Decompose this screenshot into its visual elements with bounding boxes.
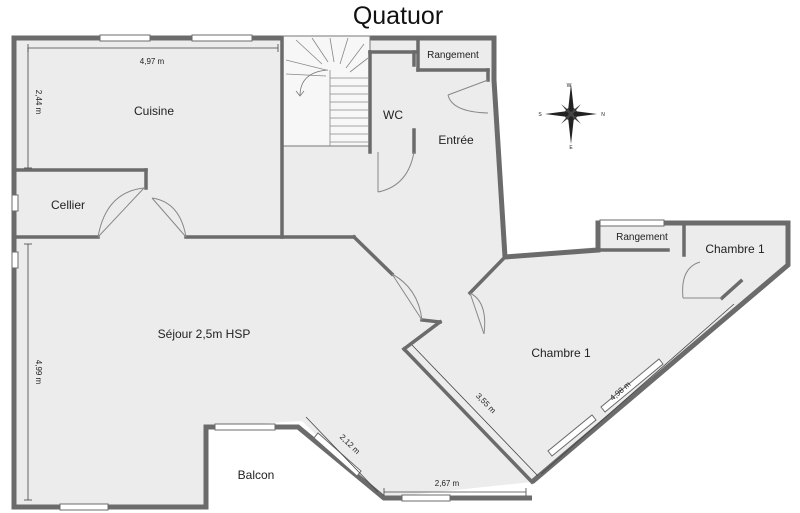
compass-n: N — [601, 112, 605, 118]
room-label-sejour: Séjour 2,5m HSP — [158, 327, 251, 341]
doors — [97, 79, 722, 335]
room-label-balcon: Balcon — [238, 468, 275, 482]
dim-sejour-height: 4,99 m — [34, 360, 43, 385]
dim-cuisine-width: 4,97 m — [140, 57, 165, 66]
plan-title: Quatuor — [353, 2, 443, 30]
dim-balcon-width: 2,67 m — [435, 479, 460, 488]
room-label-cuisine: Cuisine — [134, 104, 174, 118]
compass-rose-icon — [545, 84, 597, 144]
interior-walls — [12, 36, 744, 485]
room-label-chambre-1: Chambre 1 — [531, 346, 591, 360]
floor-area — [14, 36, 788, 505]
windows — [11, 34, 665, 511]
compass-s: S — [538, 112, 542, 118]
room-label-rangement-entree: Rangement — [427, 50, 479, 61]
room-label-chambre-1-corner: Chambre 1 — [705, 242, 765, 256]
dimension-lines — [24, 44, 735, 501]
room-label-wc: WC — [383, 108, 403, 122]
staircase — [281, 35, 371, 147]
dim-cuisine-height: 2,44 m — [34, 90, 43, 115]
room-label-entree: Entrée — [438, 133, 474, 147]
compass-w: W — [567, 83, 572, 89]
room-label-cellier: Cellier — [51, 198, 85, 212]
compass-e: E — [569, 145, 573, 151]
room-label-rangement-chambre: Rangement — [616, 232, 668, 243]
